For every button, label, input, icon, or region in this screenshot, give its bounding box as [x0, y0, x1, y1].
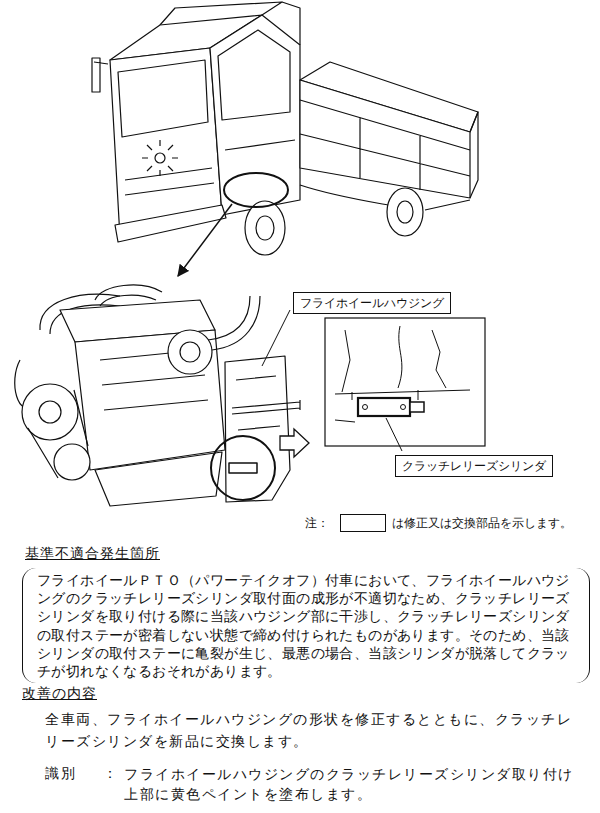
- bed-rear: [470, 112, 478, 198]
- body-text: 全車両、フライホイールハウジングの形状を修正するとともに、クラッチレリーズシリン…: [45, 708, 579, 752]
- chassis-line: [300, 185, 470, 210]
- engine-drawing: [15, 285, 300, 506]
- leader-line: [386, 418, 402, 451]
- bolt: [401, 405, 406, 410]
- front-wheel: [245, 201, 285, 255]
- cab-side: [210, 15, 300, 215]
- truck-drawing: [92, 2, 478, 255]
- turbo: [180, 342, 200, 362]
- legend-swatch: [340, 514, 386, 532]
- bolt: [363, 405, 368, 410]
- section-heading: 基準不適合発生箇所: [25, 545, 590, 563]
- housing-edge: [342, 330, 350, 392]
- field-value: フライホイールハウジングのクラッチレリーズシリンダ取り付け上部に黄色ペイントを塗…: [124, 764, 588, 804]
- bed-side: [300, 80, 470, 198]
- emblem: [155, 153, 165, 163]
- emblem: [142, 140, 178, 176]
- engine-block: [75, 330, 225, 470]
- part-label-box: フライホイールハウジング: [293, 292, 451, 314]
- grille: [125, 168, 214, 195]
- housing-edge: [398, 326, 402, 388]
- part-name: フライホイールハウジング: [300, 295, 444, 311]
- part-label-box: クラッチレリーズシリンダ: [395, 455, 553, 477]
- legend-row: は修正又は交換部品を示します。: [340, 514, 572, 532]
- focus-ellipse: [224, 173, 288, 207]
- focus-circle: [211, 436, 275, 500]
- door-line: [225, 140, 295, 150]
- notice-box: 基準不適合発生箇所フライホイールＰＴＯ（パワーテイクオフ）付車において、フライホ…: [22, 545, 590, 683]
- part-name: クラッチレリーズシリンダ: [402, 458, 546, 474]
- oil-pan: [95, 452, 222, 506]
- exhaust-pipe: [208, 296, 260, 350]
- hollow-arrow: [280, 429, 309, 457]
- front-hub: [256, 216, 274, 240]
- separator: ：: [103, 764, 117, 782]
- side-window: [218, 30, 290, 120]
- flywheel-housing: [225, 356, 290, 502]
- rear-wheel: [387, 188, 423, 236]
- mount-ledge: [335, 390, 470, 422]
- rear-hub: [397, 201, 413, 223]
- rod: [232, 400, 300, 414]
- section-heading: 改善の内容: [22, 684, 97, 702]
- inset-frame: [325, 318, 485, 446]
- note-mark: 注：: [305, 516, 329, 532]
- housing-rib: [236, 376, 280, 430]
- housing-edge: [432, 330, 446, 388]
- cylinder: [229, 463, 257, 473]
- legend-text: は修正又は交換部品を示します。: [392, 515, 572, 532]
- cylinder: [358, 398, 410, 416]
- belt: [28, 390, 88, 478]
- windshield: [118, 60, 208, 137]
- pointer-arrow: [178, 204, 232, 276]
- section-body: フライホイールＰＴＯ（パワーテイクオフ）付車において、フライホイールハウジングの…: [22, 568, 590, 683]
- turbo: [168, 330, 212, 374]
- cylinder-rod: [410, 402, 424, 412]
- field-name: 識別: [45, 764, 76, 782]
- bed-panel: [300, 100, 470, 190]
- mirror: [92, 58, 108, 92]
- pulley: [54, 444, 90, 480]
- pulley: [39, 401, 61, 423]
- bumper: [115, 205, 226, 242]
- inset-drawing: [335, 326, 470, 422]
- leader-line: [262, 310, 290, 366]
